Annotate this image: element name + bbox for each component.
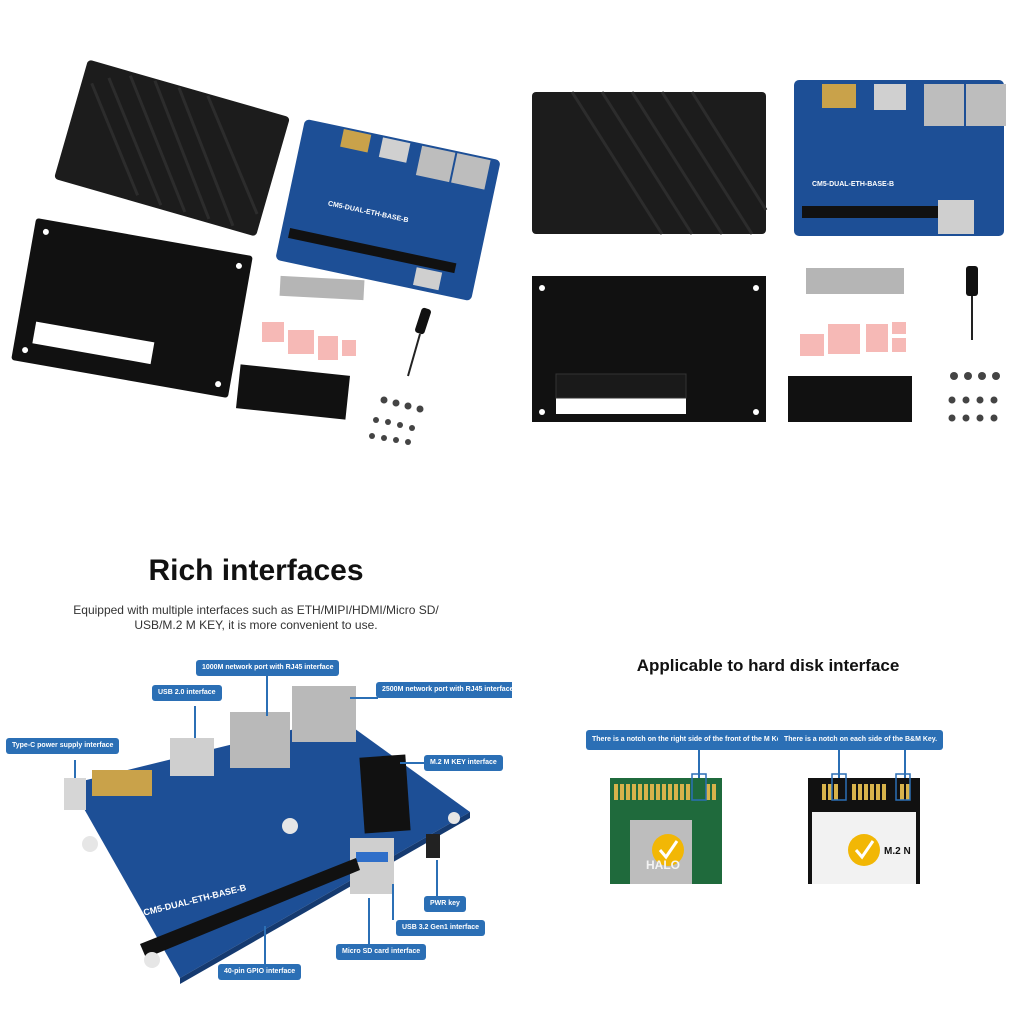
lead-bm-key-left xyxy=(838,750,840,780)
interfaces-panel: Rich interfaces Equipped with multiple i… xyxy=(0,512,520,1024)
ssd-left-brand: HALO xyxy=(646,858,680,872)
top-case xyxy=(532,91,768,235)
callout-microsd: Micro SD card interface xyxy=(336,944,427,960)
lead-pwr xyxy=(436,860,438,896)
lead-usb2 xyxy=(194,706,196,738)
pcb-board: CM5-DUAL-ETH-BASE-B xyxy=(276,119,500,301)
product-photo-right: CM5-DUAL-ETH-BASE-B xyxy=(512,0,1024,512)
lead-microsd xyxy=(368,898,370,946)
callout-usb32: USB 3.2 Gen1 interface xyxy=(396,920,486,936)
thermal-pad-grey xyxy=(806,268,904,294)
lead-usb32 xyxy=(392,884,394,920)
lead-typec xyxy=(74,760,76,778)
interfaces-description-line2: USB/M.2 M KEY, it is more convenient to … xyxy=(134,618,378,632)
callout-usb2: USB 2.0 interface xyxy=(152,685,222,701)
thermal-pads-pink xyxy=(262,322,356,360)
board-label: CM5-DUAL-ETH-BASE-B xyxy=(812,181,894,188)
ssd-bm-key xyxy=(808,773,920,884)
thermal-pad-grey xyxy=(279,275,365,301)
callout-rj45-2500m: 2500M network port with RJ45 interface xyxy=(376,682,520,698)
side-plate xyxy=(788,376,912,422)
callout-bm-key: There is a notch on each side of the B&M… xyxy=(778,730,944,750)
ssd-right-text: M.2 N xyxy=(884,846,911,857)
interfaces-board xyxy=(64,686,470,984)
gpio-header xyxy=(140,858,360,958)
lead-rj45-2500m xyxy=(350,697,378,699)
bottom-plate xyxy=(532,276,766,422)
bottom-plate xyxy=(11,218,253,398)
kit-photo-left: CM5-DUAL-ETH-BASE-B xyxy=(11,60,500,445)
callout-typec: Type-C power supply interface xyxy=(6,738,120,754)
disk-panel: Applicable to hard disk interface There … xyxy=(512,512,1024,1024)
kit-photo-right: CM5-DUAL-ETH-BASE-B xyxy=(532,80,1006,422)
callout-gpio: 40-pin GPIO interface xyxy=(218,964,302,980)
callout-rj45-1000m: 1000M network port with RJ45 interface xyxy=(196,660,340,676)
interfaces-title: Rich interfaces xyxy=(148,554,364,587)
disk-title: Applicable to hard disk interface xyxy=(636,656,900,675)
top-case xyxy=(54,60,290,236)
product-photo-left: CM5-DUAL-ETH-BASE-B xyxy=(0,0,512,512)
screws xyxy=(948,372,1000,422)
side-plate xyxy=(236,364,350,420)
check-badge-left xyxy=(652,834,684,866)
pcb-board: CM5-DUAL-ETH-BASE-B xyxy=(794,80,1006,236)
check-badge-right xyxy=(848,834,880,866)
lead-m-key xyxy=(698,750,700,780)
lead-m2 xyxy=(400,762,426,764)
thermal-pads-pink xyxy=(800,322,906,356)
screwdriver xyxy=(966,266,978,340)
callout-pwr: PWR key xyxy=(424,896,466,912)
callout-m2: M.2 M KEY interface xyxy=(424,755,503,771)
screwdriver xyxy=(407,307,431,377)
interfaces-description-line1: Equipped with multiple interfaces such a… xyxy=(73,603,439,617)
screws xyxy=(369,396,424,445)
lead-bm-key-right xyxy=(904,750,906,780)
lead-gpio xyxy=(264,926,266,966)
callout-m-key: There is a notch on the right side of th… xyxy=(586,730,792,750)
ssd-images xyxy=(610,773,920,884)
lead-rj45-1000m xyxy=(266,676,268,716)
